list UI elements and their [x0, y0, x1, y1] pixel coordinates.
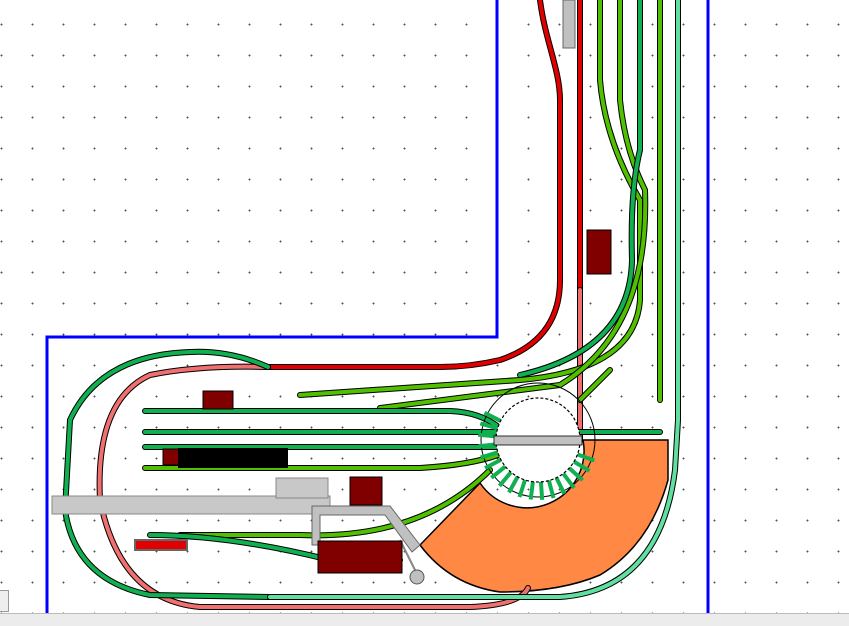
building[interactable] [349, 476, 383, 506]
turntable-stall-track[interactable] [497, 470, 513, 488]
building[interactable] [202, 390, 234, 410]
outer-loop-track-outline [61, 348, 273, 600]
outer-loop-track[interactable] [62, 349, 272, 599]
yard-track-1-outline [142, 408, 503, 431]
ramp-arm [399, 539, 417, 573]
yard-lead-2[interactable] [378, 0, 648, 410]
turntable-stall-track[interactable] [490, 464, 507, 480]
turntable-stall-track[interactable] [478, 432, 497, 439]
lightgreen-track[interactable] [268, 0, 680, 599]
ramp [311, 505, 421, 553]
status-bar [0, 613, 849, 626]
turntable-stall-track[interactable] [546, 480, 556, 499]
turntable-stall-track[interactable] [484, 457, 502, 470]
turntable-stall-track[interactable] [538, 481, 545, 500]
room-boundary [45, 0, 499, 613]
track-640[interactable] [518, 0, 642, 377]
yard-lead[interactable] [298, 0, 642, 397]
mainline-track-outline [265, 0, 563, 370]
turntable-stall-track[interactable] [479, 421, 499, 431]
building-small[interactable] [162, 448, 180, 466]
turntable-stall-track[interactable] [483, 410, 502, 423]
ramp-knob [409, 569, 425, 585]
platform-upper [275, 477, 329, 499]
turntable-stall-track[interactable] [576, 452, 596, 463]
track-plan [45, 0, 710, 613]
gray-post[interactable] [562, 0, 576, 49]
yard-track-4[interactable] [143, 453, 500, 470]
turntable-stall-track[interactable] [561, 472, 576, 490]
connector[interactable] [578, 368, 612, 402]
red-signal-box[interactable] [134, 539, 188, 551]
turntable-stall-track[interactable] [567, 466, 584, 482]
turntable-stall-track[interactable] [480, 450, 499, 460]
platform [51, 495, 331, 515]
yard-track-1[interactable] [143, 409, 502, 430]
turntable-bridge[interactable] [493, 435, 583, 446]
black-structure[interactable] [178, 448, 288, 468]
turntable-stall-track[interactable] [572, 459, 591, 473]
mainline-track[interactable] [266, 0, 562, 369]
turntable-stall-track[interactable] [528, 481, 535, 500]
building-long[interactable] [317, 540, 403, 574]
turntable-stall-track[interactable] [554, 476, 567, 495]
building[interactable] [586, 229, 612, 275]
layout-canvas[interactable] [0, 0, 849, 613]
turntable-stall-track[interactable] [517, 479, 527, 498]
turntable-outer [480, 382, 596, 498]
side-button[interactable] [0, 590, 9, 612]
turntable-stall-track[interactable] [507, 475, 520, 494]
turntable-stall-track[interactable] [478, 442, 497, 449]
orange-fan-area [419, 439, 669, 593]
